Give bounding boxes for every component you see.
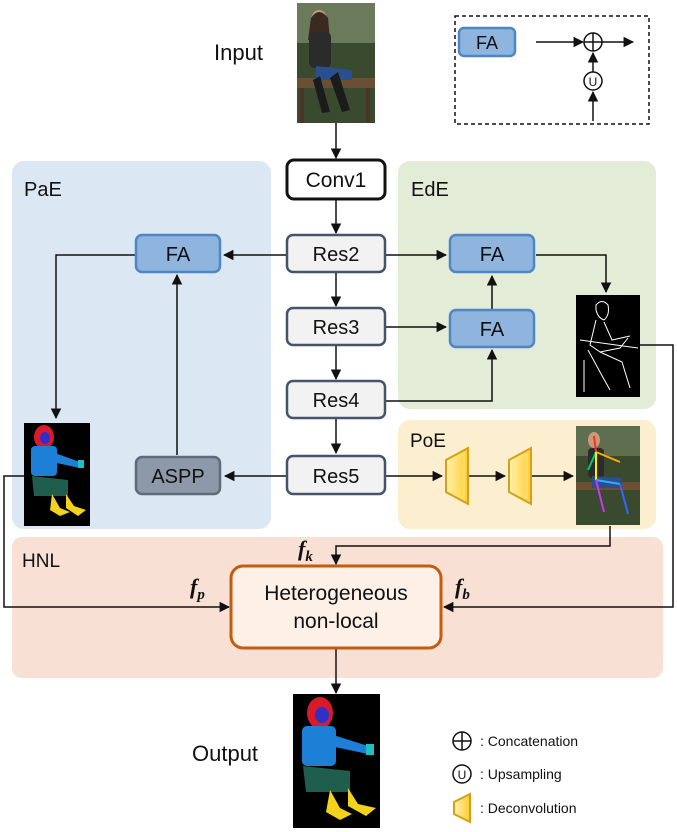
aspp-label: ASPP — [151, 466, 204, 488]
feature-fk-label: fk — [298, 536, 313, 565]
res3-label: Res3 — [313, 317, 360, 339]
pose-map-image — [576, 426, 640, 525]
feature-fp-label: fp — [190, 574, 205, 603]
parsing-map-image — [24, 423, 90, 526]
res4-block — [285, 379, 387, 420]
deconv-block-2 — [508, 446, 532, 506]
edge-map-image — [576, 295, 640, 397]
feature-fb-label: fb — [455, 574, 470, 603]
conv1-label: Conv1 — [306, 169, 367, 192]
inset-fa-label: FA — [476, 33, 498, 53]
res3-block — [285, 306, 387, 347]
res5-block — [285, 454, 387, 496]
ede-fa-top-block — [448, 233, 536, 274]
aspp-block — [134, 455, 222, 496]
input-label: Input — [214, 40, 263, 65]
legend-deconv-label: : Deconvolution — [480, 800, 577, 816]
ede-fa-top-label: FA — [480, 244, 505, 266]
legend-upsample-label: : Upsampling — [480, 766, 562, 782]
ede-fa-bottom-block — [448, 308, 536, 349]
res2-label: Res2 — [313, 244, 360, 266]
res2-block — [285, 233, 387, 274]
heterogeneous-nonlocal-block — [229, 564, 443, 650]
ede-fa-bottom-label: FA — [480, 319, 505, 341]
pae-fa-label: FA — [166, 244, 191, 266]
inset-upsample-symbol: U — [589, 75, 598, 89]
legend-deconv-icon — [453, 792, 471, 824]
output-label: Output — [192, 741, 258, 766]
legend-upsample-icon — [452, 764, 472, 784]
fa-detail-inset — [454, 15, 650, 125]
input-photo — [297, 3, 375, 123]
legend: : Concatenation U : Upsampling : Deconvo… — [452, 731, 578, 824]
pae-label: PaE — [24, 179, 62, 201]
legend-upsample-symbol: U — [458, 768, 467, 782]
deconv-block-1 — [445, 446, 469, 506]
legend-concat-label: : Concatenation — [480, 733, 578, 749]
pae-fa-block — [134, 233, 222, 274]
output-parsing-image — [293, 694, 380, 828]
poe-label: PoE — [410, 431, 446, 452]
res4-label: Res4 — [313, 390, 360, 412]
inset-fa-block — [457, 26, 517, 58]
hnl-block-line1: Heterogeneous — [264, 582, 408, 605]
conv1-block — [285, 158, 387, 201]
res5-label: Res5 — [313, 466, 360, 488]
hnl-block-line2: non-local — [293, 610, 378, 633]
ede-label: EdE — [411, 179, 449, 201]
hnl-label: HNL — [22, 551, 60, 572]
